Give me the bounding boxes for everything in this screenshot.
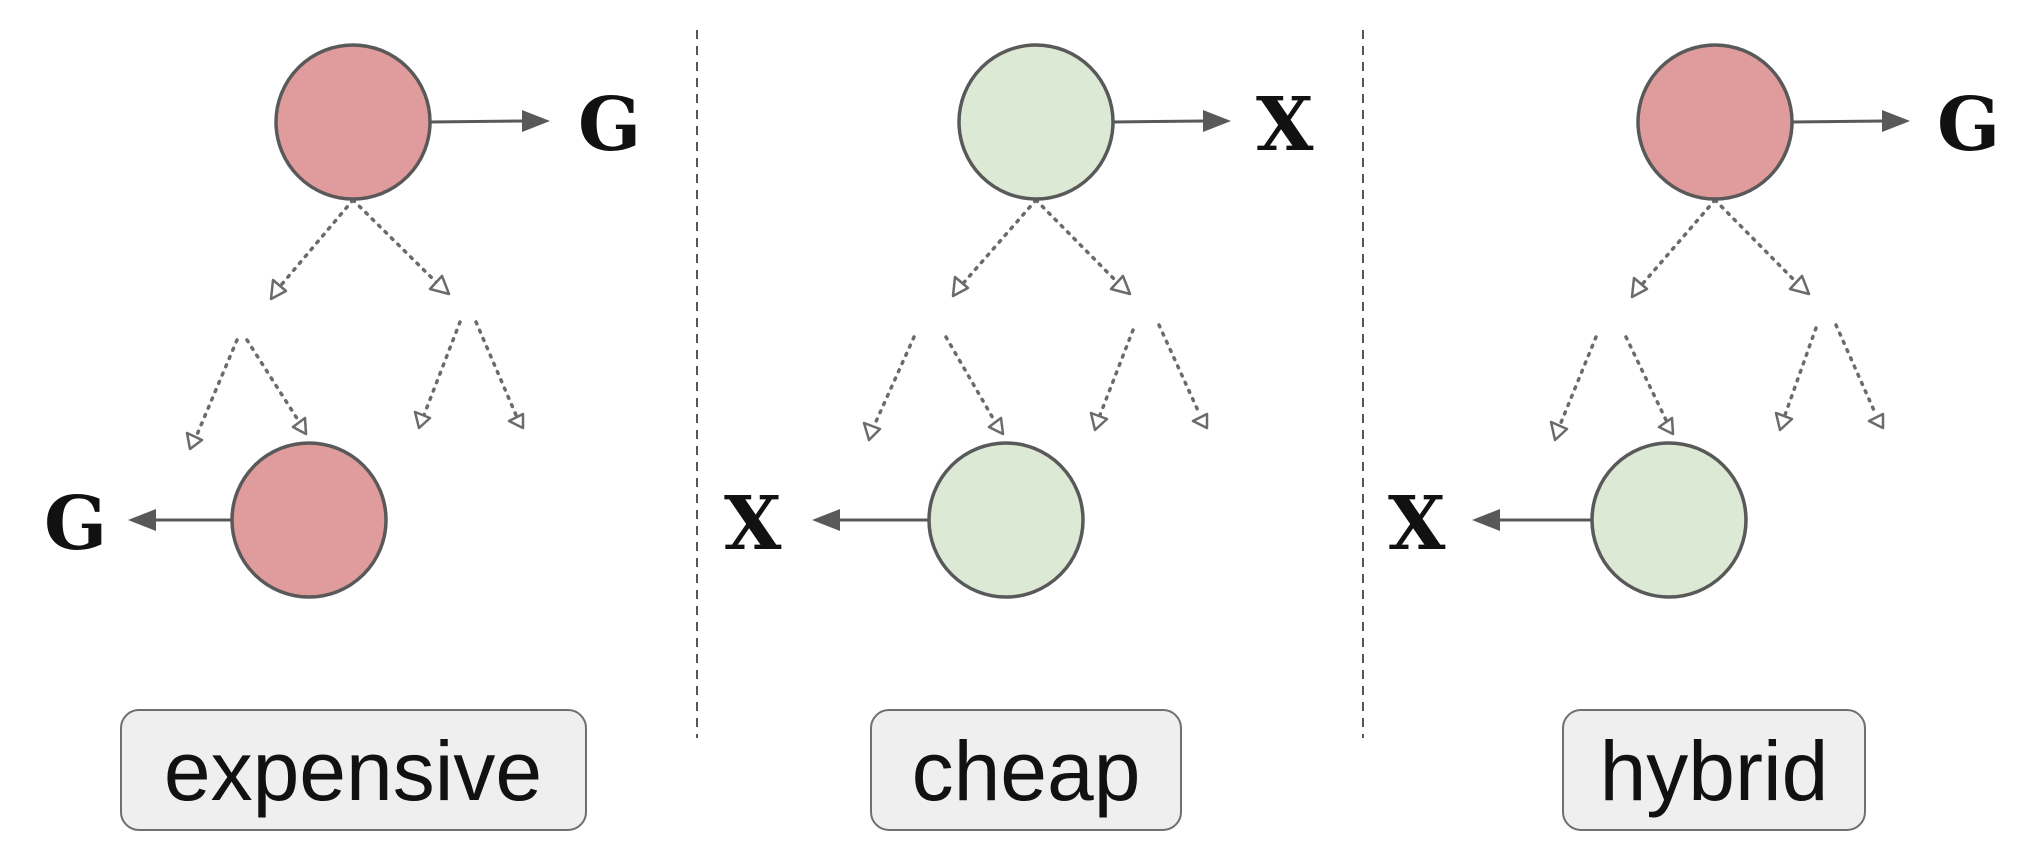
child-node	[1590, 441, 1748, 599]
child-node	[927, 441, 1085, 599]
hollow-arrowhead-icon	[428, 274, 451, 296]
dotted-branch	[872, 335, 916, 428]
dotted-branch	[275, 198, 355, 292]
hollow-arrowhead-icon	[1089, 411, 1109, 432]
arrowhead-icon	[1882, 110, 1910, 132]
hollow-arrowhead-icon	[291, 416, 308, 436]
panel-expensive: G G expensive	[44, 43, 641, 831]
caption-label: cheap	[912, 724, 1141, 818]
caption-box	[120, 709, 587, 831]
caption-label: expensive	[164, 724, 542, 818]
dotted-branch	[958, 198, 1038, 289]
dotted-branch	[1558, 335, 1598, 427]
root-node	[274, 43, 432, 201]
panel-cheap: X X cheap	[724, 43, 1314, 831]
dotted-branch	[1098, 328, 1135, 417]
dotted-branch	[1624, 335, 1668, 422]
dotted-branch	[194, 338, 239, 439]
hollow-arrowhead-icon	[1191, 412, 1209, 430]
arrowhead-icon	[1472, 509, 1500, 531]
dotted-branch	[1637, 198, 1717, 290]
dotted-branch	[422, 320, 462, 417]
hollow-arrowhead-icon	[1788, 274, 1811, 296]
hollow-arrowhead-icon	[1630, 276, 1649, 299]
hollow-arrowhead-icon	[269, 278, 288, 301]
child-node	[230, 441, 388, 599]
hollow-arrowhead-icon	[413, 410, 432, 430]
panel-hybrid: G X hybrid	[1388, 43, 2000, 831]
hollow-arrowhead-icon	[862, 421, 882, 442]
arrowhead-icon	[522, 110, 550, 132]
caption-box	[1562, 709, 1866, 831]
hollow-arrowhead-icon	[507, 412, 525, 430]
root-node	[957, 43, 1115, 201]
child-output-label: X	[1388, 481, 1446, 567]
hollow-arrowhead-icon	[1657, 416, 1675, 436]
hollow-arrowhead-icon	[951, 275, 970, 298]
hollow-arrowhead-icon	[1867, 412, 1885, 430]
dotted-branch	[1713, 198, 1799, 285]
hollow-arrowhead-icon	[1774, 411, 1794, 432]
dotted-branch	[1783, 326, 1818, 417]
hollow-arrowhead-icon	[987, 416, 1005, 436]
hollow-arrowhead-icon	[1109, 274, 1132, 296]
root-output-label: X	[1256, 82, 1314, 168]
caption-box	[870, 709, 1182, 831]
dotted-branch	[1157, 323, 1202, 417]
dotted-branch	[474, 320, 518, 417]
arrowhead-icon	[128, 509, 156, 531]
child-output-label: G	[44, 481, 107, 567]
caption-label: hybrid	[1600, 724, 1829, 818]
hollow-arrowhead-icon	[1549, 420, 1569, 442]
hollow-arrowhead-icon	[185, 431, 204, 451]
dotted-branch	[944, 335, 996, 422]
arrowhead-icon	[812, 509, 840, 531]
root-output-label: G	[1937, 82, 2000, 168]
output-arrow	[1112, 119, 1206, 124]
root-output-label: G	[578, 82, 641, 168]
output-arrow	[1791, 119, 1885, 124]
dotted-branch	[1834, 323, 1878, 417]
root-node	[1636, 43, 1794, 201]
dotted-branch	[1034, 198, 1120, 285]
output-arrow	[429, 119, 525, 124]
child-output-label: X	[724, 481, 782, 567]
dotted-branch	[351, 198, 439, 285]
arrowhead-icon	[1203, 110, 1231, 132]
dotted-branch	[245, 338, 300, 422]
